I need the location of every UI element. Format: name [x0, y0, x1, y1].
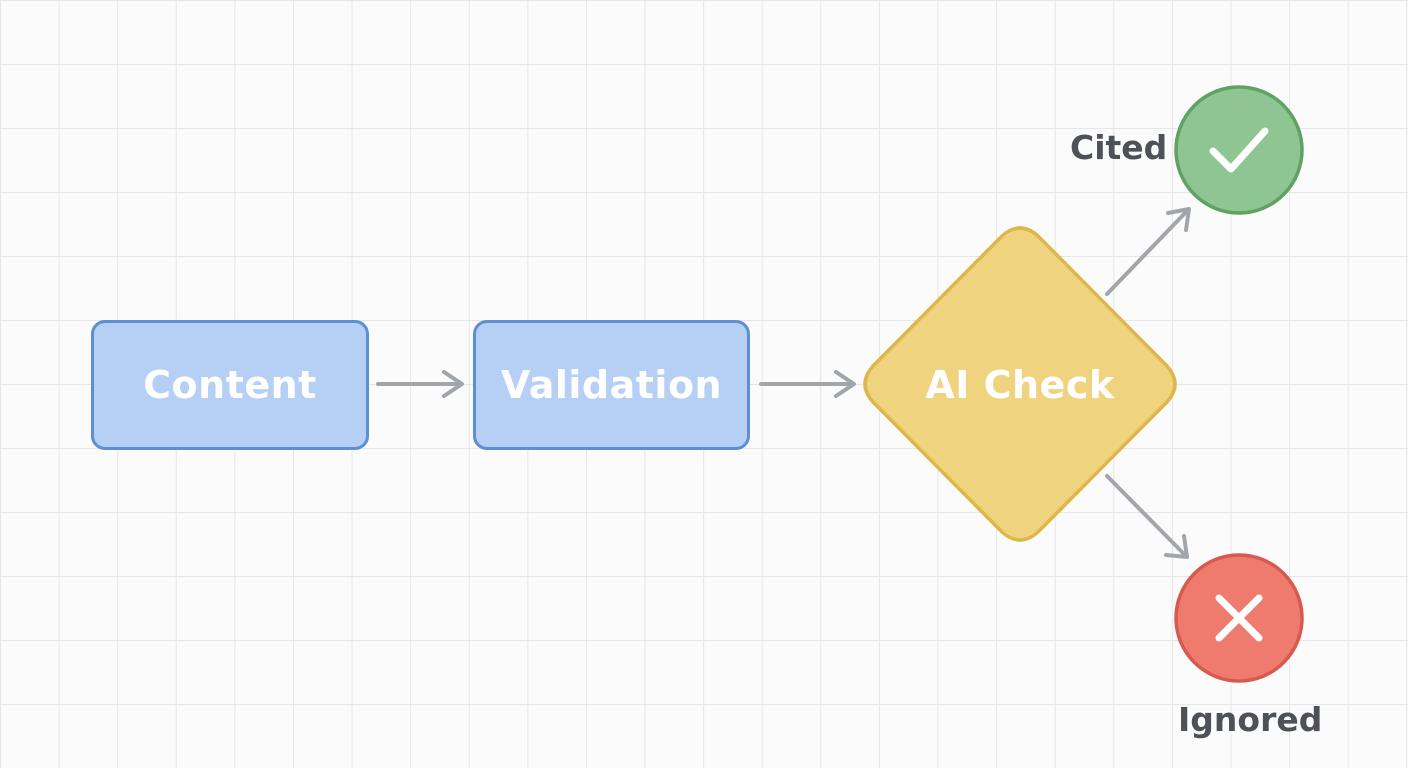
validation-node: Validation — [473, 320, 750, 450]
arrow-decision-to-cited — [1105, 207, 1191, 296]
decision-node-label-wrap: AI Check — [866, 350, 1174, 420]
arrow-validation-to-decision — [759, 370, 856, 398]
validation-node-label: Validation — [500, 363, 723, 407]
ignored-label: Ignored — [1178, 700, 1323, 739]
content-node-label: Content — [143, 363, 317, 407]
arrow-decision-to-ignored — [1105, 474, 1189, 559]
decision-node-label: AI Check — [925, 363, 1115, 407]
check-icon — [1209, 127, 1269, 173]
x-icon — [1215, 594, 1263, 642]
content-node: Content — [91, 320, 369, 450]
decision-diamond — [863, 226, 1177, 542]
cited-node — [1174, 85, 1304, 215]
ignored-node — [1174, 553, 1304, 683]
cited-label: Cited — [1070, 128, 1168, 167]
arrow-content-to-validation — [376, 370, 464, 398]
